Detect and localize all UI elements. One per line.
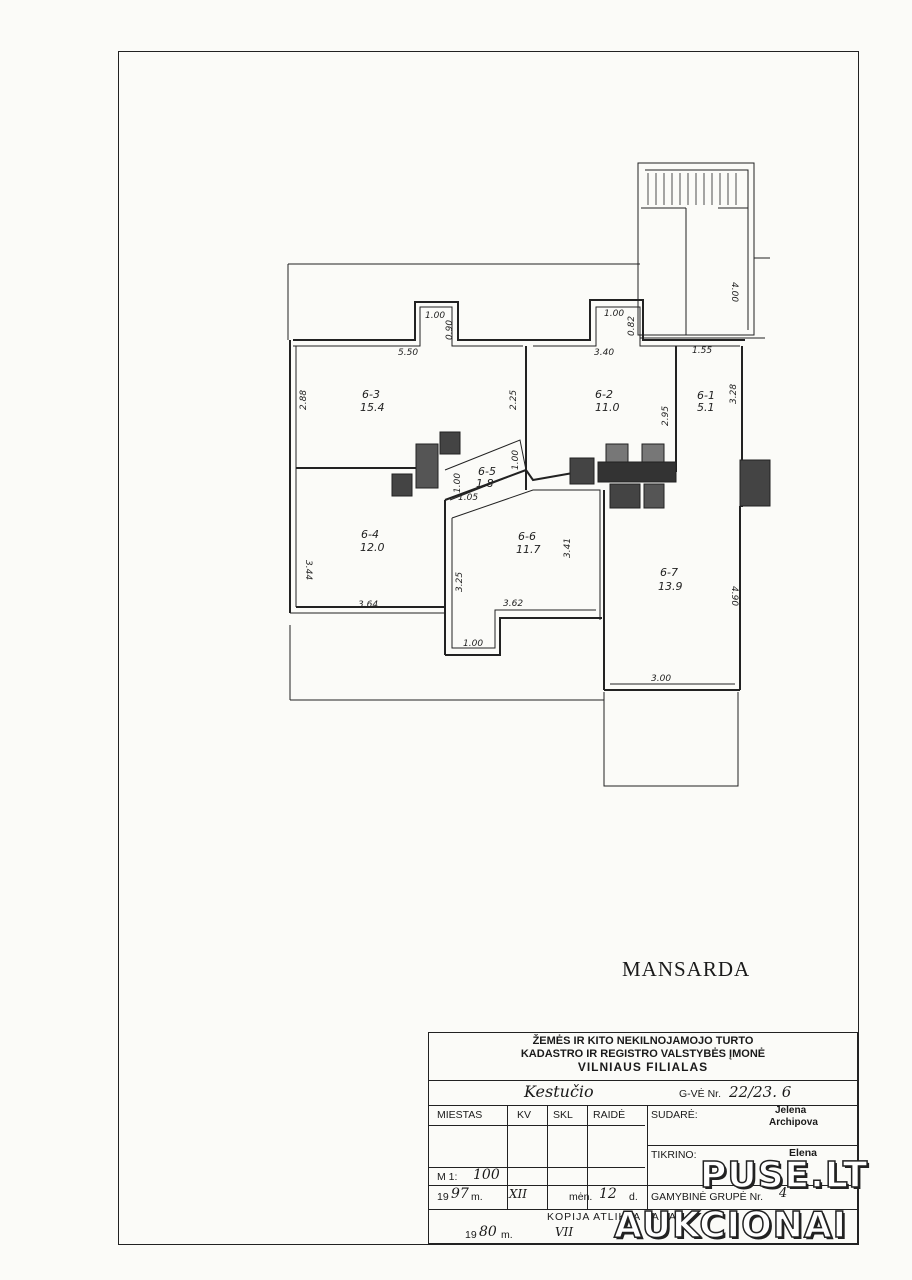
date-men: mėn. (569, 1191, 593, 1203)
street-name: Kestučio (524, 1082, 594, 1101)
group-value: 4 (779, 1186, 788, 1201)
date-month: XII (509, 1187, 528, 1201)
date-d: d. (629, 1191, 638, 1203)
room-6-3-id: 6-3 (362, 388, 380, 401)
dim: 1.55 (692, 346, 712, 356)
room-6-4-id: 6-4 (361, 528, 379, 541)
dim: 5.50 (398, 348, 418, 358)
dim: 1.00 (453, 473, 463, 493)
copy-label: KOPIJA ATLIKTA PAGAL (547, 1211, 684, 1223)
room-6-5-id: 6-5 (478, 465, 496, 478)
dim: 0.82 (627, 316, 637, 336)
room-6-1-area: 5.1 (697, 401, 715, 414)
watermark-line2: AUKCIONAI (613, 1204, 848, 1247)
dim: 3.00 (651, 674, 671, 684)
sudare-label: SUDARĖ: (651, 1109, 698, 1121)
room-6-7-area: 13.9 (658, 580, 683, 593)
copy-month: VII (555, 1225, 574, 1239)
dim: 4.00 (729, 282, 739, 302)
dim: 3.41 (563, 538, 573, 558)
dim: 1.00 (511, 450, 521, 470)
dim: 4.90 (729, 586, 739, 606)
room-6-6-area: 11.7 (516, 543, 541, 556)
room-6-7-id: 6-7 (660, 566, 678, 579)
dim: 1.00 (425, 311, 445, 321)
dim: 2.88 (299, 390, 309, 410)
dim: 1.00 (463, 639, 483, 649)
dim: 3.28 (729, 384, 739, 404)
tikrino-name: Elena (789, 1147, 818, 1159)
date-year: 97 (451, 1186, 469, 1202)
sudare-name1: Jelena (775, 1105, 807, 1116)
copy-m: m. (501, 1229, 513, 1241)
col-kv: KV (517, 1109, 532, 1121)
dim: 0.90 (445, 320, 455, 340)
dim: 3.25 (455, 572, 465, 592)
dim: 1.05 (458, 493, 478, 503)
room-labels: 6-3 15.4 6-2 11.0 6-1 5.1 6-5 1.8 6-4 12… (360, 388, 715, 593)
dim: 3.40 (594, 348, 614, 358)
stamp-header: ŽEMĖS IR KITO NEKILNOJAMOJO TURTO KADAST… (429, 1035, 857, 1074)
gve-label: G-VĖ Nr. (679, 1088, 722, 1100)
room-6-6-id: 6-6 (518, 530, 536, 543)
room-6-2-id: 6-2 (595, 388, 613, 401)
header-line: KADASTRO IR REGISTRO VALSTYBĖS ĮMONĖ (520, 1048, 766, 1060)
watermark-line1: PUSE.LT (699, 1154, 869, 1197)
scale-value: 100 (473, 1167, 500, 1183)
dim: 3.64 (358, 600, 378, 610)
room-6-4-area: 12.0 (360, 541, 385, 554)
copy-year: 80 (479, 1224, 497, 1240)
header-line: VILNIAUS FILIALAS (577, 1060, 709, 1074)
dim: 3.62 (503, 599, 523, 609)
group-label: GAMYBINĖ GRUPĖ Nr. (651, 1191, 764, 1203)
header-line: ŽEMĖS IR KITO NEKILNOJAMOJO TURTO (532, 1035, 754, 1047)
plan-title: MANSARDA (622, 957, 751, 981)
dim: 2.95 (661, 406, 671, 426)
sudare-name2: Archipova (769, 1117, 818, 1128)
tikrino-label: TIKRINO: (651, 1149, 697, 1161)
room-6-5-area: 1.8 (476, 477, 494, 490)
col-skl: SKL (553, 1109, 573, 1121)
col-raide: RAIDĖ (593, 1109, 626, 1121)
col-miestas: MIESTAS (437, 1109, 483, 1121)
dim: 3.44 (303, 560, 313, 580)
stairwell (637, 162, 755, 336)
date-m: m. (471, 1191, 483, 1203)
copy-prefix: 19 (465, 1229, 477, 1241)
dim: 2.25 (509, 390, 519, 410)
drawing-sheet-border (118, 51, 859, 1245)
scale-label: M 1: (437, 1171, 458, 1183)
room-6-1-id: 6-1 (697, 389, 715, 402)
dim: 1.00 (604, 309, 624, 319)
dimension-labels: 1.00 0.90 5.50 2.88 2.25 1.00 0.82 3.40 … (299, 282, 739, 684)
date-prefix: 19 (437, 1191, 449, 1203)
room-6-2-area: 11.0 (595, 401, 620, 414)
room-6-3-area: 15.4 (360, 401, 385, 414)
date-day: 12 (599, 1186, 617, 1202)
gve-value: 22/23. 6 (729, 1083, 792, 1101)
title-block: ŽEMĖS IR KITO NEKILNOJAMOJO TURTO KADAST… (428, 1032, 858, 1244)
